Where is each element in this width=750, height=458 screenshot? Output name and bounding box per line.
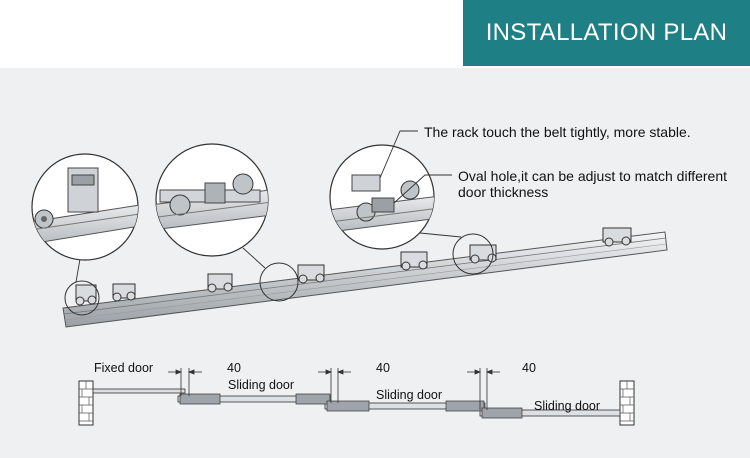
- roller-icon: [112, 283, 136, 302]
- detail-markers: [64, 233, 494, 316]
- main-rail: [62, 231, 668, 328]
- dimension-gap-3: 40: [522, 361, 536, 375]
- dimension-gap-1: 40: [227, 361, 241, 375]
- dimension-gap-2: 40: [376, 361, 390, 375]
- page-title: INSTALLATION PLAN: [463, 0, 750, 66]
- roller-icon: [602, 227, 632, 247]
- roller-icon: [75, 284, 97, 306]
- roller-icon: [207, 273, 233, 293]
- callout-rack-belt: The rack touch the belt tightly, more st…: [424, 124, 691, 140]
- bottom-plan: [78, 368, 635, 426]
- callout-pointers: [379, 130, 452, 204]
- roller-icon: [469, 244, 497, 264]
- magnifier-callout-icon: [31, 153, 139, 261]
- label-sliding-door-1: Sliding door: [228, 378, 295, 392]
- label-fixed-door: Fixed door: [94, 361, 154, 375]
- wall-hatch-icon: [619, 380, 635, 426]
- rail-rollers: [75, 227, 632, 306]
- magnifier-callout-icon: [329, 144, 435, 250]
- leader-lines: [75, 232, 462, 283]
- roller-icon: [400, 251, 428, 271]
- callout-oval-hole: Oval hole,it can be adjust to match diff…: [458, 168, 728, 200]
- roller-icon: [297, 264, 325, 284]
- label-sliding-door-2: Sliding door: [376, 388, 443, 402]
- label-sliding-door-3: Sliding door: [534, 399, 601, 413]
- wall-hatch-icon: [78, 380, 94, 426]
- magnifier-callout-icon: [155, 143, 269, 257]
